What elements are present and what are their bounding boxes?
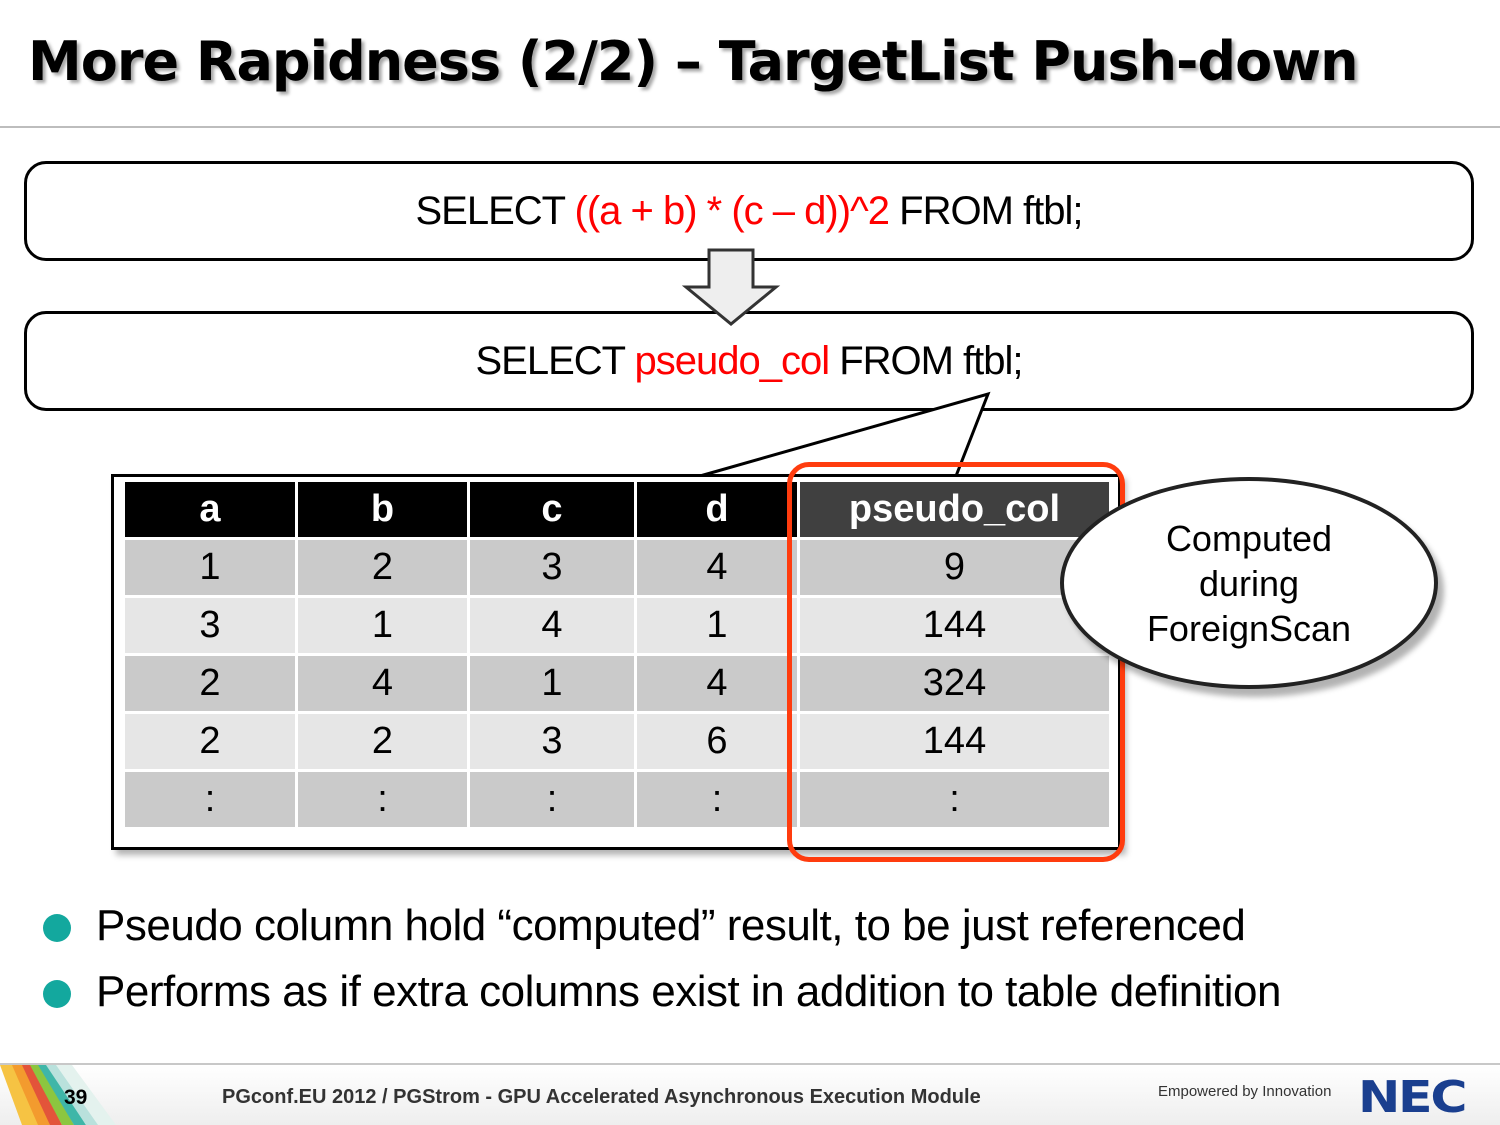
callout-line: during bbox=[1198, 562, 1300, 604]
callout-bubble: Computed during ForeignScan bbox=[1060, 477, 1438, 689]
table-cell: 4 bbox=[467, 595, 637, 656]
table-cell: 2 bbox=[122, 653, 298, 714]
table-cell: 144 bbox=[797, 595, 1112, 656]
table-row: 2 4 1 4 324 bbox=[122, 653, 1112, 714]
table-cell: 144 bbox=[797, 711, 1112, 772]
header-cell-c: c bbox=[467, 479, 637, 540]
pseudo-col-highlight-box bbox=[787, 462, 1125, 862]
page-number: 39 bbox=[64, 1086, 88, 1109]
table-cell: : bbox=[467, 769, 637, 830]
callout-line: Computed bbox=[1165, 517, 1333, 559]
bullet-dot-icon bbox=[43, 914, 71, 942]
callout-line: ForeignScan bbox=[1146, 607, 1352, 649]
query-keyword: SELECT bbox=[475, 338, 635, 383]
table-cell: : bbox=[797, 769, 1112, 830]
bullet-item: Pseudo column hold “computed” result, to… bbox=[40, 896, 1281, 962]
nec-logo: NEC bbox=[1358, 1072, 1467, 1123]
bullet-text: Performs as if extra columns exist in ad… bbox=[96, 967, 1281, 1016]
table-cell: 3 bbox=[122, 595, 298, 656]
query-pseudo-column: pseudo_col bbox=[634, 338, 830, 383]
table-cell: : bbox=[295, 769, 470, 830]
title-divider bbox=[0, 126, 1500, 128]
company-tagline: Empowered by Innovation bbox=[1158, 1083, 1332, 1100]
table-cell: 4 bbox=[634, 537, 800, 598]
callout-text: Computed during ForeignScan bbox=[1147, 516, 1351, 651]
bullet-item: Performs as if extra columns exist in ad… bbox=[40, 962, 1281, 1028]
query-expression: ((a + b) * (c – d))^2 bbox=[574, 188, 891, 233]
bullet-dot-icon bbox=[43, 980, 71, 1008]
table-cell: 4 bbox=[634, 653, 800, 714]
table-cell: 2 bbox=[295, 537, 470, 598]
table-cell: : bbox=[634, 769, 800, 830]
footer-divider bbox=[0, 1063, 1500, 1065]
table-cell: 9 bbox=[797, 537, 1112, 598]
table-cell: : bbox=[122, 769, 298, 830]
table-cell: 2 bbox=[295, 711, 470, 772]
footer-text: PGconf.EU 2012 / PGStrom - GPU Accelerat… bbox=[222, 1086, 981, 1108]
rewritten-query-box: SELECT pseudo_col FROM ftbl; bbox=[24, 311, 1474, 411]
bullet-list: Pseudo column hold “computed” result, to… bbox=[40, 896, 1281, 1028]
footer-bar bbox=[0, 1065, 1500, 1125]
header-cell-a: a bbox=[122, 479, 298, 540]
table-cell: 1 bbox=[295, 595, 470, 656]
table-cell: 4 bbox=[295, 653, 470, 714]
table-cell: 3 bbox=[467, 711, 637, 772]
table-row: 3 1 4 1 144 bbox=[122, 595, 1112, 656]
table-header-row: a b c d pseudo_col bbox=[122, 479, 1112, 540]
query-keyword: SELECT bbox=[415, 188, 575, 233]
table-cell: 1 bbox=[467, 653, 637, 714]
data-table: a b c d pseudo_col 1 2 3 4 9 3 1 4 1 144… bbox=[122, 479, 1112, 830]
header-cell-pseudo-col: pseudo_col bbox=[797, 479, 1112, 540]
table-cell: 3 bbox=[467, 537, 637, 598]
original-query-box: SELECT ((a + b) * (c – d))^2 FROM ftbl; bbox=[24, 161, 1474, 261]
table-cell: 1 bbox=[634, 595, 800, 656]
bullet-text: Pseudo column hold “computed” result, to… bbox=[96, 901, 1246, 950]
slide-title: More Rapidness (2/2) – TargetList Push-d… bbox=[28, 30, 1359, 93]
table-cell: 6 bbox=[634, 711, 800, 772]
table-cell: 2 bbox=[122, 711, 298, 772]
query-from-clause: FROM ftbl; bbox=[889, 188, 1083, 233]
table-row: 2 2 3 6 144 bbox=[122, 711, 1112, 772]
table-row: 1 2 3 4 9 bbox=[122, 537, 1112, 598]
footer-decoration-icon bbox=[0, 1065, 116, 1125]
table-cell: 324 bbox=[797, 653, 1112, 714]
header-cell-d: d bbox=[634, 479, 800, 540]
header-cell-b: b bbox=[295, 479, 470, 540]
query-from-clause: FROM ftbl; bbox=[829, 338, 1023, 383]
table-row: : : : : : bbox=[122, 769, 1112, 830]
table-cell: 1 bbox=[122, 537, 298, 598]
